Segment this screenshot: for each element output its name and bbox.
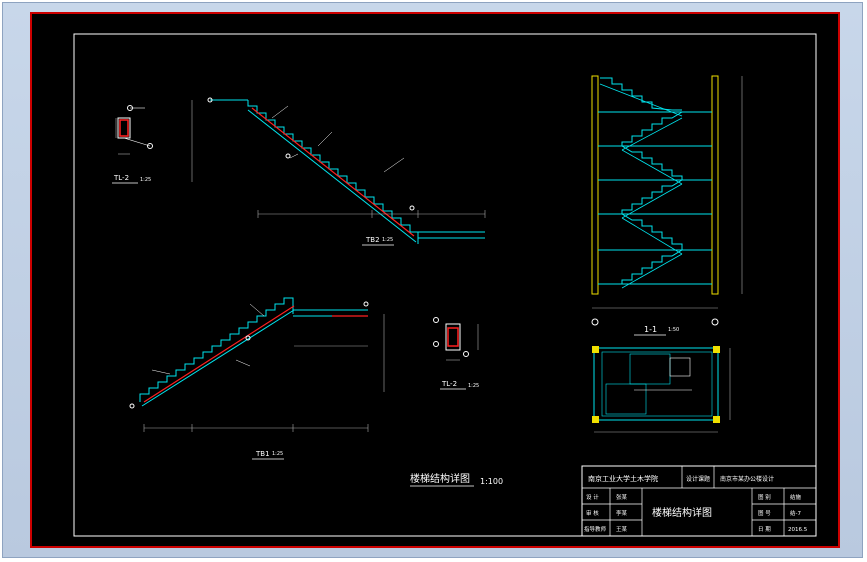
tl2-top-scale: 1:25 [140, 177, 151, 183]
tb1-stair-section [129, 297, 385, 432]
tl2-detail-top [115, 105, 153, 155]
tb-right-value-0: 结施 [790, 493, 802, 501]
section-label: 1-1 [644, 325, 657, 334]
tb1-label: TB1 [255, 450, 270, 458]
tl2-detail-right [433, 317, 479, 361]
tb1-scale: 1:25 [272, 451, 283, 457]
tb2-label: TB2 [365, 236, 380, 244]
tl2-right-scale: 1:25 [468, 383, 479, 389]
title-block [581, 465, 817, 537]
tl2-right-label: TL-2 [441, 380, 457, 388]
tb-row-value-0: 张某 [616, 493, 628, 501]
tb-row-label-1: 审 核 [586, 509, 599, 517]
stair-plan [592, 346, 731, 433]
inner-border [73, 33, 817, 537]
tb-right-value-1: 结-7 [790, 509, 801, 517]
tl2-top-label: TL-2 [113, 174, 129, 182]
tb-row-label-2: 指导教师 [584, 525, 607, 533]
tb-right-label-1: 图 号 [758, 509, 771, 517]
tb-row-value-1: 李某 [616, 509, 628, 517]
tb-row-label-0: 设 计 [586, 493, 599, 501]
section-1-1 [591, 75, 743, 326]
tb-drawing-name: 楼梯结构详图 [652, 506, 712, 519]
tb-right-value-2: 2016.5 [788, 527, 808, 533]
tb-design-type: 设计课题 [686, 475, 710, 483]
main-title: 楼梯结构详图 [410, 472, 470, 485]
tb2-stair-section [191, 97, 486, 244]
tb2-scale: 1:25 [382, 237, 393, 243]
tb-right-label-2: 日 期 [758, 526, 771, 533]
drawing-sheet[interactable]: TL-2 1:25 [30, 12, 840, 548]
tb-row-value-2: 王某 [616, 526, 628, 533]
tb-right-label-0: 图 别 [758, 493, 771, 501]
section-scale: 1:50 [668, 327, 679, 333]
drawing-canvas: TL-2 1:25 [73, 33, 817, 537]
main-title-scale: 1:100 [480, 477, 503, 486]
tb-school: 南京工业大学土木学院 [588, 474, 658, 483]
tb-project: 南京市某办公楼设计 [720, 475, 774, 483]
